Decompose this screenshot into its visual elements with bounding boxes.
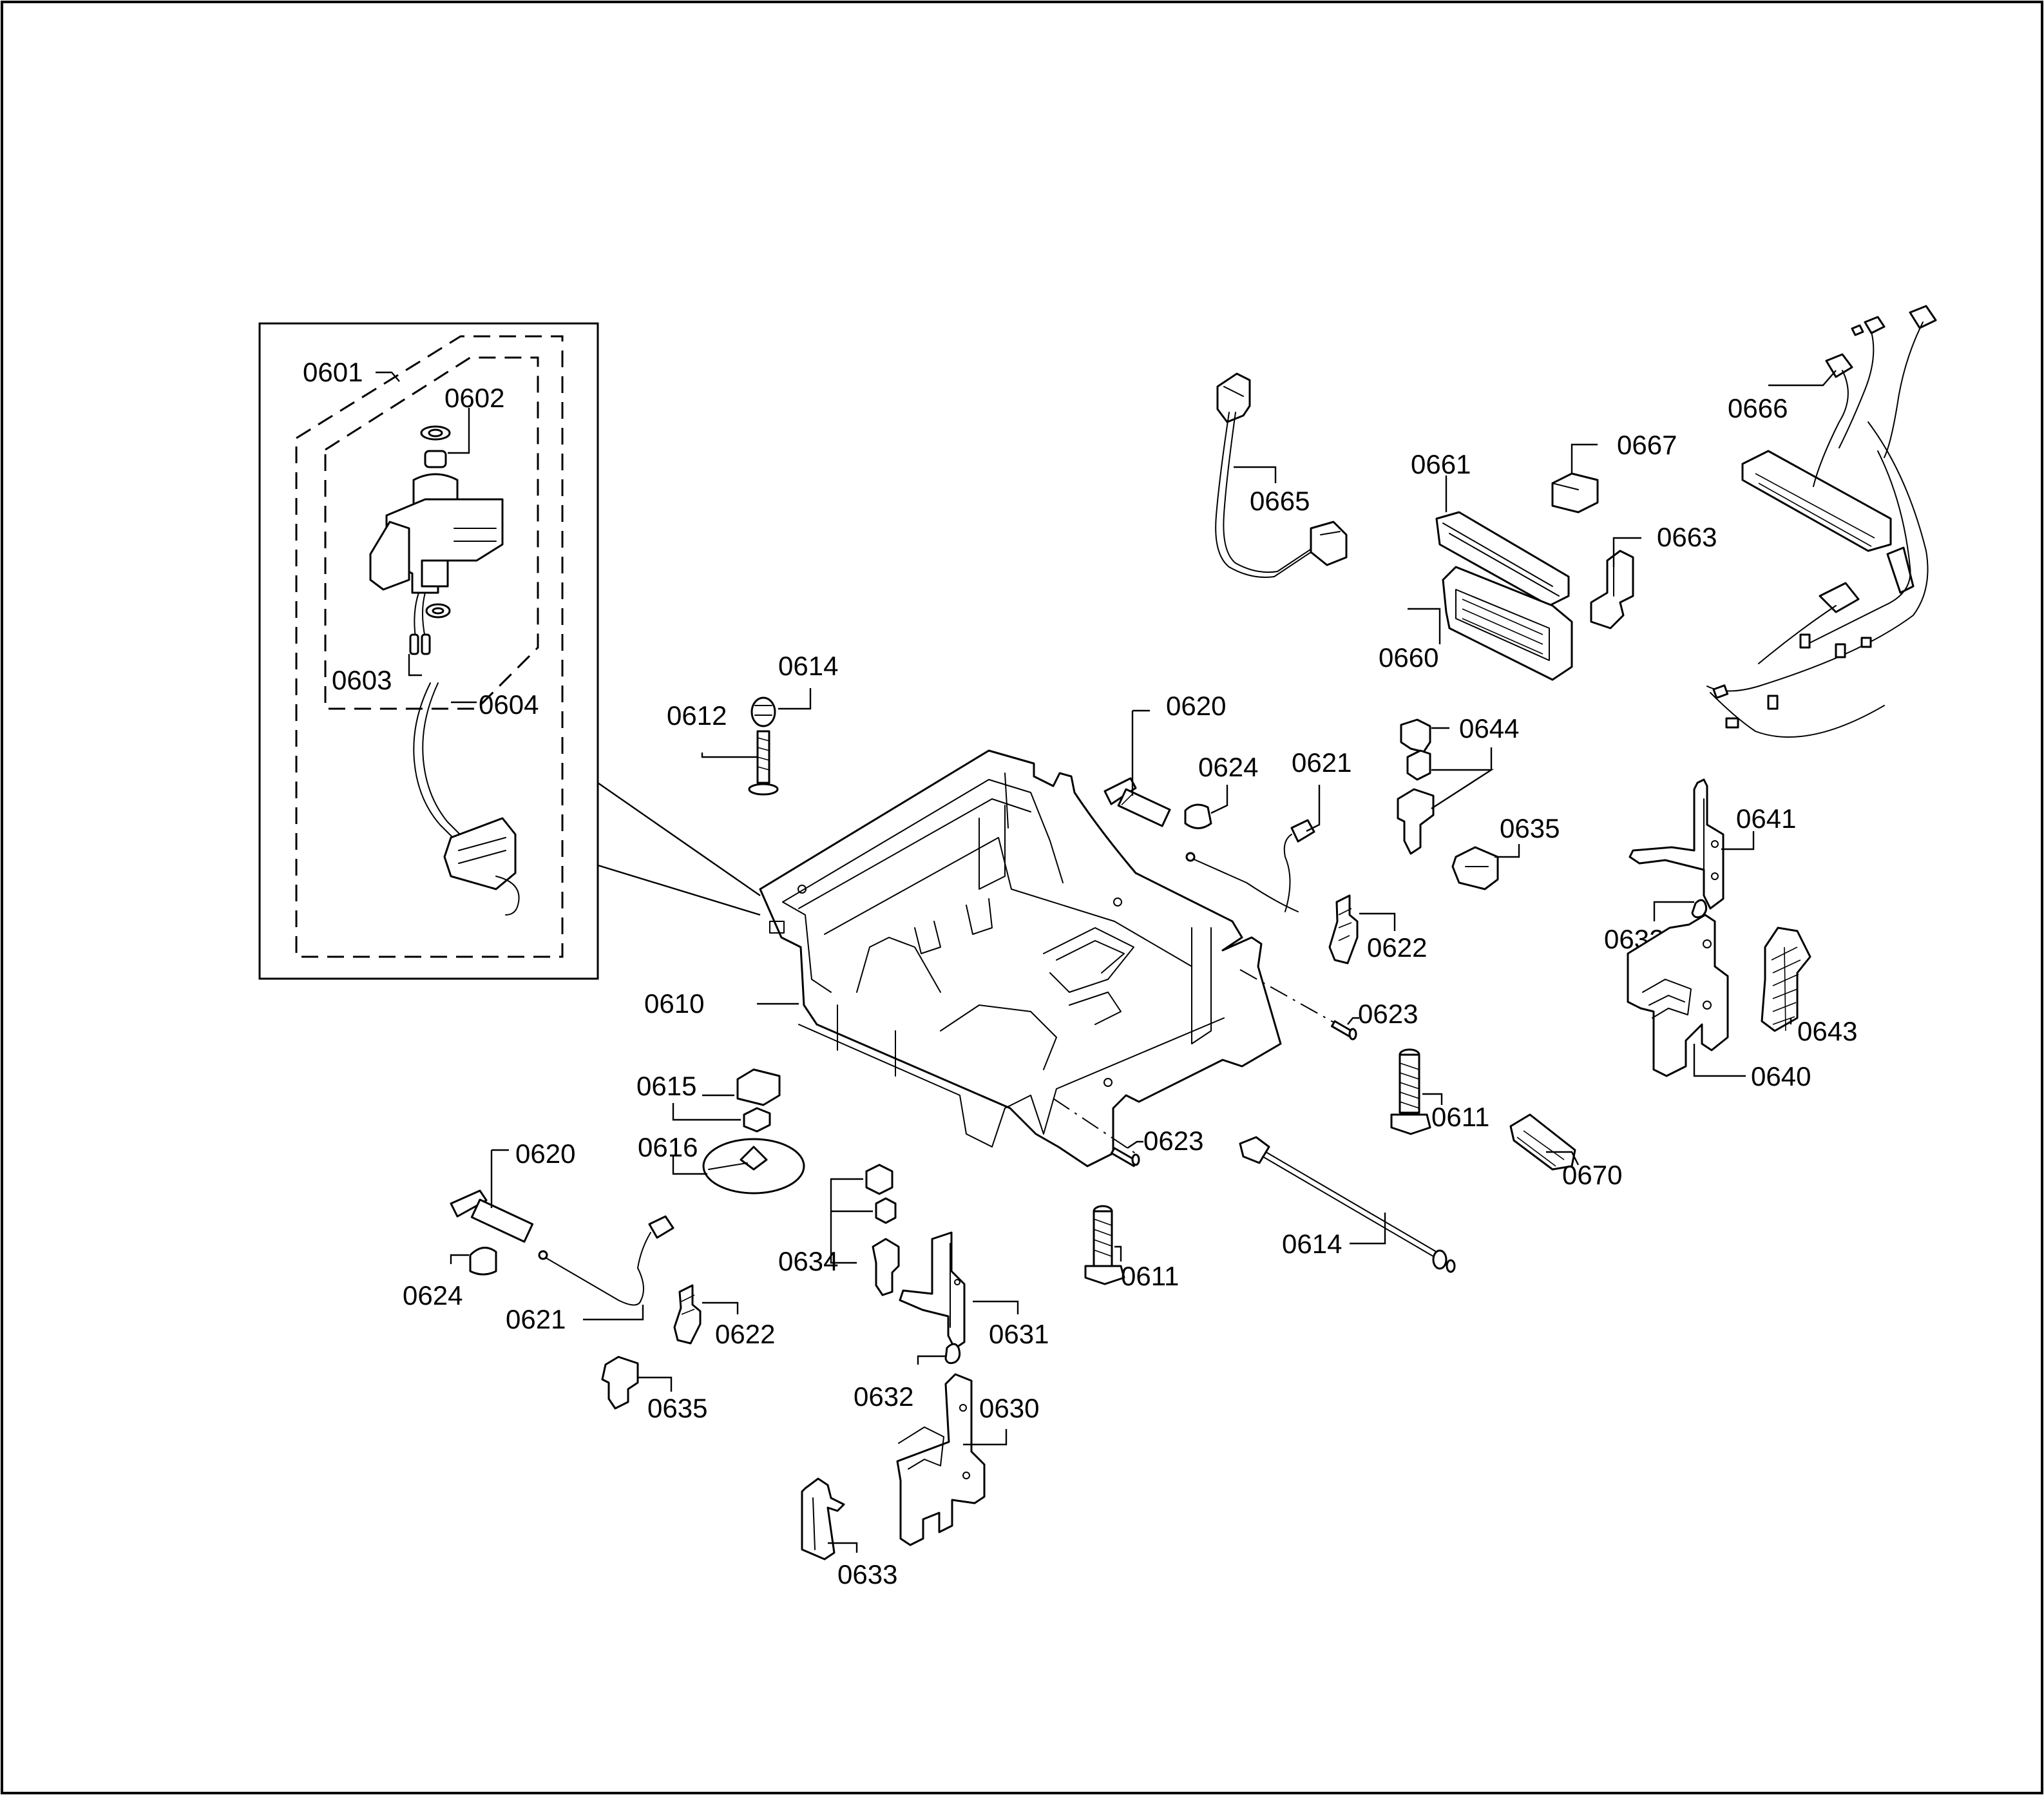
foot-screw-0612-part <box>748 696 779 796</box>
part-label-0643: 0643 <box>1797 1016 1857 1046</box>
part-label-0622-lower: 0622 <box>715 1319 775 1349</box>
part-label-0610: 0610 <box>644 988 704 1019</box>
part-label-0660: 0660 <box>1379 642 1438 673</box>
clip-0644-part <box>1397 718 1435 855</box>
hinge-plate-0640-part <box>1627 914 1729 1077</box>
cap-0624-upper-part <box>1184 803 1212 829</box>
part-label-0623-upper: 0623 <box>1358 999 1418 1029</box>
part-label-0614-top: 0614 <box>778 651 838 681</box>
part-label-0611-upper: 0611 <box>1431 1102 1489 1132</box>
part-label-0615: 0615 <box>636 1071 696 1101</box>
part-label-0666: 0666 <box>1728 393 1788 423</box>
rod-0614-lower-part <box>1239 1136 1456 1273</box>
disc-0616-part <box>702 1138 805 1195</box>
part-label-0620-lower: 0620 <box>515 1138 575 1169</box>
spring-clip-0632-right-part <box>1691 899 1708 919</box>
inset-assembly-dashed-outline <box>295 335 564 958</box>
part-label-0624-lower: 0624 <box>403 1280 463 1310</box>
cap-0624-lower-part <box>469 1247 497 1276</box>
part-label-0641: 0641 <box>1736 803 1796 834</box>
foot-0611-lower-part <box>1084 1205 1125 1285</box>
inset-callout-line-top <box>597 782 761 896</box>
cover-0633-part <box>801 1477 845 1560</box>
wiring-harness-0666-part <box>1706 305 1937 738</box>
detail-inset: 0601 0602 0603 0604 <box>258 322 761 980</box>
part-label-0611-lower: 0611 <box>1121 1261 1179 1291</box>
part-label-0665: 0665 <box>1250 486 1310 516</box>
part-label-0602: 0602 <box>444 383 504 413</box>
part-label-0630: 0630 <box>979 1393 1039 1423</box>
power-cord-0665-part <box>1215 372 1348 578</box>
part-label-0667: 0667 <box>1617 430 1677 460</box>
inlet-hose-part <box>413 682 520 916</box>
hook-0622-upper-part <box>1328 894 1359 965</box>
part-label-0635-upper: 0635 <box>1500 813 1560 843</box>
part-label-0624-upper: 0624 <box>1198 752 1258 782</box>
strip-0670-part <box>1509 1113 1576 1171</box>
spring-0620-lower-part <box>450 1189 534 1243</box>
panel-0660-part <box>1442 566 1573 681</box>
clip-0615-part <box>736 1068 781 1133</box>
part-label-0621-lower: 0621 <box>506 1304 566 1334</box>
part-label-0622-upper: 0622 <box>1367 932 1427 963</box>
part-label-0670: 0670 <box>1562 1160 1622 1190</box>
block-0667-part <box>1551 472 1599 514</box>
part-label-0663: 0663 <box>1657 522 1717 552</box>
bracket-0635-lower-part <box>601 1356 639 1410</box>
part-label-0661: 0661 <box>1411 449 1471 479</box>
spring-0620-upper-part <box>1103 777 1171 827</box>
foot-0611-upper-part <box>1390 1048 1431 1135</box>
part-label-0635-lower: 0635 <box>647 1393 707 1423</box>
spring-clip-0632-lower-part <box>944 1343 961 1365</box>
aquastop-valve-part <box>369 425 504 655</box>
inset-frame <box>258 322 599 980</box>
part-label-0621-upper: 0621 <box>1292 747 1352 778</box>
base-tub-part <box>759 749 1282 1167</box>
part-label-0631: 0631 <box>989 1319 1049 1349</box>
part-label-0603: 0603 <box>332 665 392 695</box>
part-label-0620-upper: 0620 <box>1166 691 1226 721</box>
part-label-0614-lower: 0614 <box>1282 1229 1342 1259</box>
hinge-0631-part <box>899 1231 966 1350</box>
sensor-0621-upper-part <box>1185 819 1315 912</box>
bracket-0663-part <box>1590 550 1634 629</box>
part-label-0644: 0644 <box>1459 713 1519 744</box>
hinge-plate-0630-part <box>896 1373 986 1546</box>
part-label-0634: 0634 <box>778 1246 838 1276</box>
axis-line-0623-lower <box>1053 1098 1141 1157</box>
bracket-0635-upper-part <box>1451 846 1499 890</box>
part-label-0601: 0601 <box>303 357 363 387</box>
part-label-0604: 0604 <box>479 689 539 720</box>
pin-0623-upper-part <box>1331 1020 1357 1041</box>
pin-0623-lower-part <box>1111 1147 1140 1167</box>
part-label-0640: 0640 <box>1751 1061 1811 1091</box>
part-label-0623-lower: 0623 <box>1143 1126 1203 1156</box>
block-0643-part <box>1761 926 1811 1032</box>
part-label-0632-lower: 0632 <box>854 1381 913 1412</box>
hook-0622-lower-part <box>673 1284 702 1345</box>
sensor-0621-lower-part <box>538 1215 674 1306</box>
part-label-0633: 0633 <box>837 1559 897 1589</box>
clip-set-0634-part <box>865 1164 900 1296</box>
part-label-0612: 0612 <box>667 700 727 731</box>
inset-callout-line-bottom <box>597 864 761 916</box>
inset-valve-dashed-outline <box>324 356 539 710</box>
hinge-0641-part <box>1629 778 1724 910</box>
trim-0661-part <box>1435 511 1570 607</box>
part-label-0616: 0616 <box>638 1132 698 1162</box>
